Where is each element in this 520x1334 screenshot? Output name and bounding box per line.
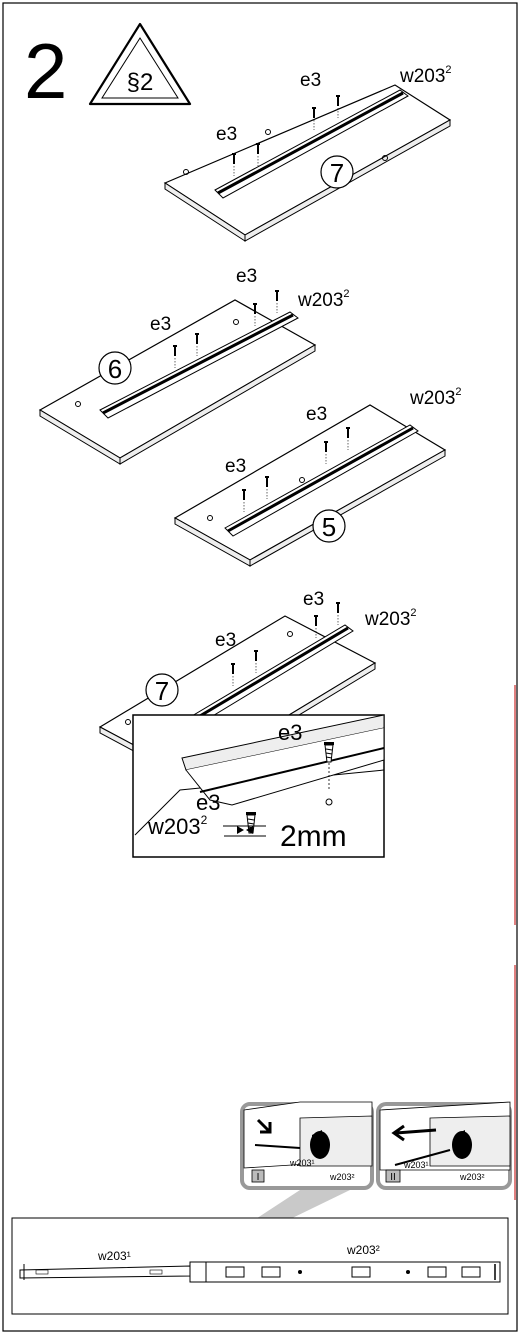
part-number: 5 xyxy=(322,512,336,542)
warning-triangle-icon: §2 xyxy=(88,22,192,106)
detail-screw-label: e3 xyxy=(196,790,220,815)
drawer-rail xyxy=(214,89,409,199)
step-badge xyxy=(251,1169,265,1183)
slide-step-2: II w203¹ w203² xyxy=(376,1101,512,1190)
screw-label: e3 xyxy=(303,589,324,610)
part-number: 7 xyxy=(155,676,169,706)
slide-label: w203² xyxy=(459,1172,485,1182)
part-number-circle xyxy=(320,155,354,189)
step-badge-text: I xyxy=(257,1172,260,1183)
detail-screw-label: e3 xyxy=(278,720,302,745)
screw-label: e3 xyxy=(300,70,321,91)
screw-icon xyxy=(324,742,334,790)
gap-label: 2mm xyxy=(280,820,347,853)
step-number: 2 xyxy=(24,27,67,115)
board-2: e3 e3 w2032 6 xyxy=(38,266,350,465)
screw-label: e3 xyxy=(236,266,257,287)
part-number-circle xyxy=(145,673,179,707)
screw-label: e3 xyxy=(215,630,236,651)
screw-label: e3 xyxy=(150,314,171,335)
drawer-rail xyxy=(99,311,299,419)
slide-label: w203² xyxy=(346,1243,380,1257)
drawer-rail xyxy=(224,424,419,537)
detail-rail-label: w2032 xyxy=(147,813,208,839)
part-number-circle xyxy=(312,509,346,543)
rail-label: w2032 xyxy=(364,607,417,630)
gap-dimension: 2mm xyxy=(223,820,347,853)
part-number: 6 xyxy=(108,354,122,384)
slide-label: w203² xyxy=(329,1172,355,1182)
slide-label: w203¹ xyxy=(289,1158,315,1168)
warning-sign-text: §2 xyxy=(127,69,154,96)
detail-box: e3 e3 w2032 2mm xyxy=(132,714,385,858)
rail-label: w2032 xyxy=(399,64,452,87)
slide-label: w203¹ xyxy=(97,1249,131,1263)
screw-label: e3 xyxy=(225,456,246,477)
slide-overview: w203¹ w203² xyxy=(11,1217,509,1315)
step-badge xyxy=(385,1169,401,1183)
slide-step-1: I w203¹ w203² xyxy=(240,1101,374,1190)
rail-profile xyxy=(181,714,385,806)
part-number: 7 xyxy=(330,158,344,188)
rail-label: w2032 xyxy=(409,386,462,409)
slide-label: w203¹ xyxy=(403,1160,429,1170)
screw-label: e3 xyxy=(216,124,237,145)
board-3: e3 e3 w2032 5 xyxy=(173,386,462,567)
screw-label: e3 xyxy=(306,404,327,425)
board-1: e3 e3 w2032 7 xyxy=(163,64,452,242)
rail-label: w2032 xyxy=(297,288,350,311)
part-number-circle xyxy=(98,351,132,385)
step-badge-text: II xyxy=(390,1172,396,1183)
